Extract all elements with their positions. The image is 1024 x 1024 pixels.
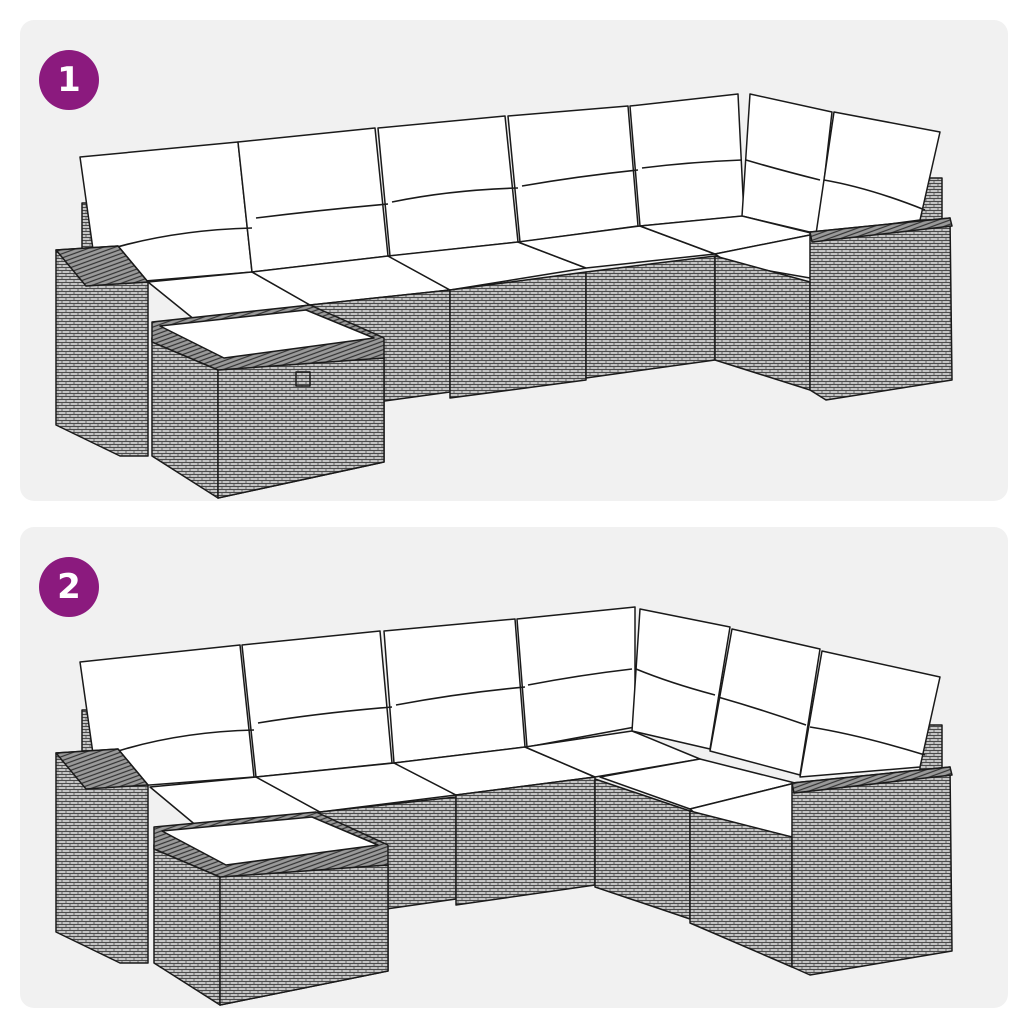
configuration-panel-1: 1 [20, 20, 1008, 501]
step-number: 2 [57, 567, 81, 607]
step-number: 1 [57, 60, 81, 100]
step-number-badge: 2 [39, 557, 99, 617]
configuration-panel-2: 2 [20, 527, 1008, 1008]
sofa-configuration-illustration [55, 606, 953, 1006]
sofa-configuration-illustration [55, 93, 953, 499]
step-number-badge: 1 [39, 50, 99, 110]
